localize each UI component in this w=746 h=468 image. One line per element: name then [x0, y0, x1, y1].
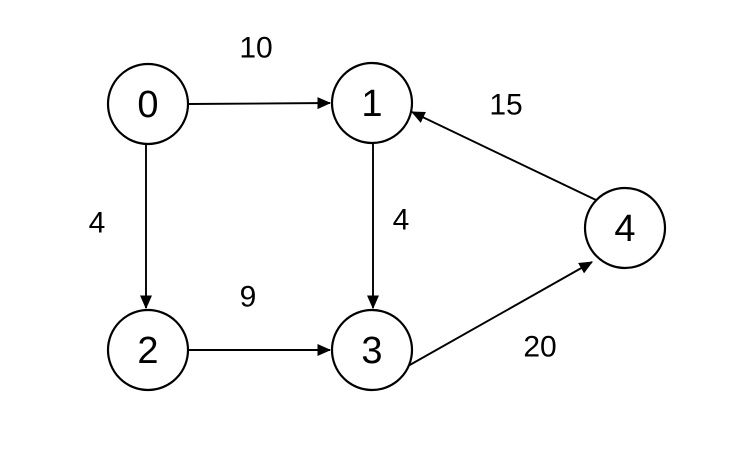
edge-0-to-1	[187, 97, 332, 110]
edge-weight-4-1: 15	[489, 89, 522, 122]
node-label-1: 1	[361, 83, 382, 125]
node-circle-2[interactable]	[106, 308, 190, 392]
edge-weight-3-4: 20	[523, 331, 556, 364]
node-label-2: 2	[137, 330, 158, 372]
edge-weight-0-2: 4	[89, 207, 106, 240]
node-label-0: 0	[137, 84, 158, 126]
edge-4-to-1	[411, 111, 597, 201]
edge-weight-1-3: 4	[393, 204, 410, 237]
node-circle-0[interactable]	[106, 62, 190, 146]
node-1[interactable]: 1	[330, 61, 414, 145]
node-circle-4[interactable]	[583, 186, 667, 270]
node-circle-1[interactable]	[330, 61, 414, 145]
node-3[interactable]: 3	[330, 308, 414, 392]
node-2[interactable]: 2	[106, 308, 190, 392]
node-label-3: 3	[361, 330, 382, 372]
edge-weight-2-3: 9	[240, 281, 257, 314]
edge-3-to-4	[407, 261, 593, 367]
node-4[interactable]: 4	[583, 186, 667, 270]
edges-group	[139, 97, 597, 367]
node-circle-3[interactable]	[330, 308, 414, 392]
node-0[interactable]: 0	[106, 62, 190, 146]
node-label-4: 4	[614, 208, 635, 250]
nodes-group: 0 1 2 3 4	[106, 61, 667, 392]
edge-weight-0-1: 10	[239, 32, 272, 65]
